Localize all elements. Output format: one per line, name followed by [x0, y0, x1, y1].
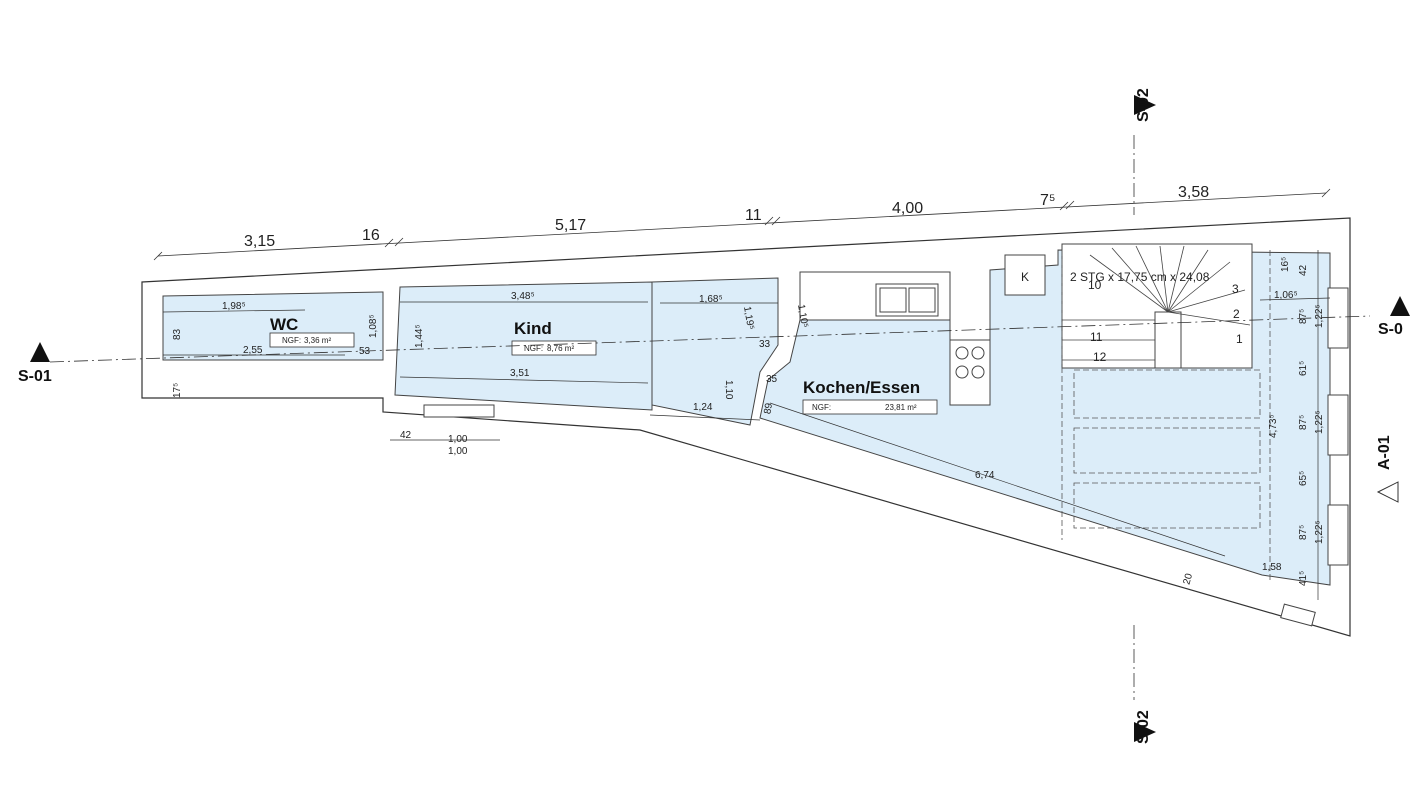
dim-label: 3,51	[510, 368, 530, 379]
ngf-value-kind: 8,76 m²	[547, 344, 574, 353]
window-dim: 1,00	[448, 434, 468, 445]
stair-step: 2	[1233, 307, 1240, 321]
dim-label: 1,22⁵	[1314, 520, 1325, 544]
section-marker-s02-bottom	[1134, 722, 1156, 742]
view-marker-a01	[1376, 481, 1399, 503]
stair-step: 3	[1232, 282, 1239, 296]
ngf-value-kochen: 23,81 m²	[885, 403, 917, 412]
corner-window	[1280, 603, 1316, 627]
top-dimension-line	[153, 188, 1331, 261]
dim-label: 1,58	[1262, 562, 1282, 573]
section-marker-s01-right	[1390, 296, 1410, 316]
dim-label: 83	[172, 328, 183, 340]
floor-zones	[1061, 250, 1271, 580]
dim-label: 1,06⁵	[1274, 290, 1298, 301]
burner-3	[955, 365, 969, 379]
dim-label: 87⁵	[1298, 415, 1309, 430]
dim-label: 20	[1182, 572, 1196, 586]
dim-label: 61⁵	[1298, 361, 1309, 376]
dim-label: 1,68⁵	[699, 294, 723, 305]
dim-7-5: 7⁵	[1040, 192, 1056, 209]
section-label-s01-right: S-0	[1378, 321, 1403, 338]
dim-label: 87⁵	[1298, 309, 1309, 324]
section-marker-s02-top	[1134, 95, 1156, 115]
dim-label: 42	[1298, 264, 1309, 276]
section-line-s01	[49, 315, 1371, 363]
sink-basin-2	[908, 287, 936, 313]
ngf-box-wc	[269, 332, 355, 348]
dim-label: 41⁵	[1298, 571, 1309, 586]
window-dim: 42	[400, 430, 412, 441]
dim-label: 65⁵	[1298, 471, 1309, 486]
dim-3-58: 3,58	[1178, 184, 1209, 201]
stair-step: 12	[1093, 350, 1107, 364]
dim-label: 53	[359, 346, 371, 357]
ngf-box-kochen	[802, 399, 938, 415]
stair-step: 1	[1236, 332, 1243, 346]
dim-label: 17⁵	[172, 383, 183, 398]
stair-label: 2 STG x 17,75 cm x 24,08	[1070, 270, 1210, 284]
fridge-label: K	[1021, 270, 1029, 284]
burner-1	[955, 346, 969, 360]
dim-5-17: 5,17	[555, 217, 586, 234]
dim-3-15: 3,15	[244, 233, 275, 250]
dim-label: 1,19⁵	[741, 305, 756, 330]
room-label-kind: Kind	[514, 319, 552, 338]
dim-label: 1,22⁵	[1314, 304, 1325, 328]
interior-dimension-lines	[162, 250, 1331, 600]
dim-label: 1,24	[693, 402, 713, 413]
section-marker-s01-left	[30, 342, 50, 362]
ngf-label-wc: NGF:	[282, 336, 301, 345]
dim-label: 1,10	[723, 380, 734, 400]
building-outline	[141, 217, 1351, 637]
section-label-s02-bottom: S-02	[1135, 710, 1152, 744]
dim-label: 1,22⁵	[1314, 410, 1325, 434]
window-dim: 1,00	[448, 446, 468, 457]
section-label-s01-left: S-01	[18, 368, 52, 385]
dim-label: 1,98⁵	[222, 301, 246, 312]
ngf-box-kind	[511, 340, 597, 356]
section-label-s02-top: S-02	[1135, 88, 1152, 122]
dim-label: 87⁵	[1298, 525, 1309, 540]
kind-window	[423, 404, 495, 418]
room-label-wc: WC	[270, 315, 298, 334]
dim-label: 6,74	[975, 470, 995, 481]
dim-label: 89	[762, 402, 775, 415]
dim-label: 1,10⁵	[795, 303, 810, 328]
right-windows	[1327, 287, 1349, 566]
ngf-value-wc: 3,36 m²	[304, 336, 331, 345]
sink	[875, 283, 939, 317]
dim-4-00: 4,00	[892, 200, 923, 217]
dim-label: 3,48⁵	[511, 291, 535, 302]
dim-11: 11	[745, 207, 762, 224]
ngf-label-kochen: NGF:	[812, 403, 831, 412]
dim-label: 33	[759, 339, 771, 350]
dim-label: 1,08⁵	[368, 314, 379, 338]
stair-step: 11	[1090, 330, 1103, 344]
stair-treads	[1062, 245, 1251, 361]
stair-core	[1154, 311, 1182, 369]
hall-room	[651, 277, 779, 426]
dim-label: 1,44⁵	[414, 324, 425, 348]
dim-label: 4,73⁵	[1268, 414, 1279, 438]
burner-4	[971, 365, 985, 379]
ngf-label-kind: NGF:	[524, 344, 543, 353]
dim-label: 16⁵	[1280, 257, 1291, 272]
burner-2	[971, 346, 985, 360]
dim-16: 16	[362, 227, 380, 244]
dim-label: 2,55	[243, 345, 263, 356]
dim-label: 35	[766, 374, 778, 385]
stair-step: 10	[1088, 278, 1102, 292]
sink-basin-1	[879, 287, 907, 313]
view-label-a01: A-01	[1376, 435, 1393, 470]
fridge	[1004, 254, 1046, 296]
room-label-kochen: Kochen/Essen	[803, 378, 920, 397]
